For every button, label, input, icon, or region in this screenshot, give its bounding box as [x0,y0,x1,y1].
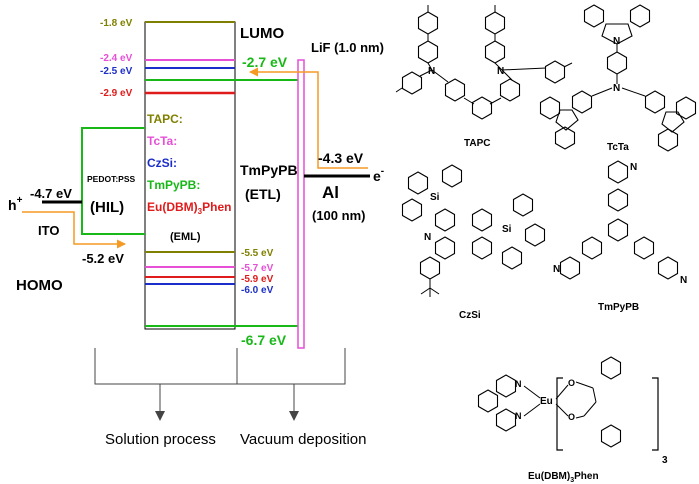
lumo-value-tcta: -2.4 eV [100,53,133,64]
solution-process-label: Solution process [105,431,216,448]
lif-strip [297,59,305,349]
eml-emitter: Eu(DBM)3Phen [147,200,231,216]
molecule-tcta: N N TcTa [539,4,697,153]
energy-diagram: -1.8 eV -2.4 eV -2.5 eV -2.9 eV -5.5 eV … [8,18,384,448]
homo-value-czsi: -6.0 eV [241,285,274,296]
czsi-n: N [424,232,431,243]
homo-value-tcta: -5.7 eV [241,263,274,274]
eu-n-bottom: N [515,411,522,421]
process-bracket-outer [94,348,346,385]
lumo-value-czsi: -2.5 eV [100,66,133,77]
ito-energy: -4.7 eV [30,186,72,201]
molecule-czsi: Si N Si CzSi [401,164,546,321]
hole-label: h+ [8,195,23,213]
pedot-box [81,127,145,235]
eu-repeat-index: 3 [662,455,668,466]
electron-label: e- [373,166,384,184]
homo-label: HOMO [16,277,63,294]
al-energy: -4.3 eV [318,150,364,166]
eml-material-czsi: CzSi: [147,156,177,170]
al-thickness: (100 nm) [312,208,365,223]
eu-n-top: N [515,379,522,389]
ito-energy-lower: -5.2 eV [82,251,124,266]
etl-lumo-value: -2.7 eV [242,54,288,70]
eu-o-bottom: O [568,412,575,422]
tmpypb-n-right: N [680,275,687,286]
tapc-n-left: N [428,66,435,77]
homo-value-tapc: -5.5 eV [241,248,274,259]
eml-material-tmpypb: TmPyPB: [147,178,200,192]
tcta-n-top: N [613,36,620,47]
lif-label: LiF (1.0 nm) [311,40,384,55]
molecule-tmpypb: N N N TmPyPB [553,160,687,313]
tmpypb-n-left: N [553,264,560,275]
eml-material-tcta: TcTa: [147,134,177,148]
lumo-label: LUMO [240,25,284,42]
pedot-name: PEDOT:PSS [87,174,136,184]
ito-label: ITO [38,223,59,238]
etl-role: (ETL) [245,186,281,202]
electron-injection-arrow [249,67,368,169]
etl-homo-value: -6.7 eV [241,332,287,348]
tapc-n-right: N [497,66,504,77]
lumo-value-eu: -2.9 eV [100,88,133,99]
tmpypb-label: TmPyPB [598,302,639,313]
eu-complex-label: Eu(DBM)3Phen [528,471,599,484]
tmpypb-n-top: N [630,162,637,173]
al-name: Al [322,183,339,202]
homo-value-eu: -5.9 eV [241,274,274,285]
vacuum-deposition-label: Vacuum deposition [240,431,366,448]
tcta-n-center: N [613,83,620,94]
eu-o-top: O [568,378,575,388]
lumo-value-tapc: -1.8 eV [100,18,133,29]
tapc-label: TAPC [464,138,490,149]
molecule-tapc: N N TAPC [395,5,573,149]
pedot-role: (HIL) [90,199,124,216]
tcta-label: TcTa [607,142,629,153]
czsi-label: CzSi [459,310,481,321]
hole-injection-arrow [22,211,126,249]
eml-material-tapc: TAPC: [147,112,183,126]
czsi-si-right: Si [502,224,512,235]
etl-name: TmPyPB [240,162,298,178]
eml-role: (EML) [170,231,201,243]
czsi-si-left: Si [430,192,440,203]
eu-atom: Eu [540,396,553,407]
molecule-eu-complex: N N Eu O O 3 Eu(DBM)3Phen [477,356,668,484]
